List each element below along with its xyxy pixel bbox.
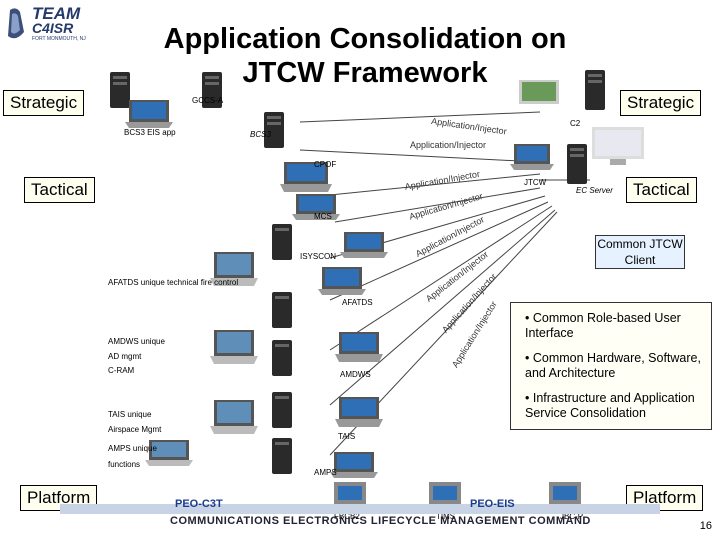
footer-band-right: PEO-EIS bbox=[470, 498, 515, 510]
tier-tactical-left: Tactical bbox=[24, 177, 95, 203]
node-gccs-a: GCCS-A bbox=[192, 96, 224, 105]
server-tower-icon bbox=[272, 438, 292, 474]
server-tower-icon bbox=[567, 144, 587, 184]
node-isyscon: ISYSCON bbox=[300, 252, 337, 261]
node-ec-server: EC Server bbox=[576, 186, 613, 195]
logo-c4isr-text: C4ISR bbox=[32, 20, 74, 36]
bullet-item: • Infrastructure and Application Service… bbox=[525, 391, 695, 420]
node-bcs3: BCS3 bbox=[250, 130, 271, 139]
note-amps-unique: AMPS unique bbox=[108, 444, 157, 453]
bullet-item: • Common Role-based User Interface bbox=[525, 311, 681, 340]
note-ad-mgmt: AD mgmt bbox=[108, 352, 142, 361]
server-tower-icon bbox=[272, 340, 292, 376]
laptop-icon bbox=[510, 144, 554, 170]
tier-strategic-left: Strategic bbox=[3, 90, 85, 116]
node-jtcw: JTCW bbox=[524, 178, 547, 187]
server-tower-icon bbox=[272, 224, 292, 260]
laptop-icon bbox=[335, 332, 383, 362]
laptop-icon bbox=[210, 252, 258, 286]
logo-location-text: FORT MONMOUTH, NJ bbox=[32, 36, 86, 42]
laptop-icon bbox=[210, 330, 258, 364]
node-c2: C2 bbox=[570, 119, 581, 128]
laptop-icon bbox=[335, 397, 383, 427]
node-cpof: CPOF bbox=[314, 160, 337, 169]
tier-tactical-right: Tactical bbox=[626, 177, 697, 203]
logo-team-text: TEAM bbox=[32, 4, 81, 23]
node-tims: TIMS bbox=[436, 512, 456, 521]
server-tower-icon bbox=[272, 392, 292, 428]
device-icon bbox=[334, 482, 366, 504]
node-afatds: AFATDS bbox=[342, 298, 373, 307]
monitor-icon bbox=[592, 127, 644, 165]
note-functions: functions bbox=[108, 460, 141, 469]
server-tower-icon bbox=[110, 72, 130, 108]
title-line-2: JTCW Framework bbox=[242, 57, 488, 89]
laptop-icon bbox=[210, 400, 258, 434]
laptop-icon bbox=[280, 162, 332, 192]
laptop-icon bbox=[145, 440, 193, 466]
server-tower-icon bbox=[202, 72, 222, 108]
laptop-icon bbox=[125, 100, 173, 128]
slide-title: Application Consolidation on JTCW Framew… bbox=[130, 22, 600, 90]
workstation-icon bbox=[519, 80, 559, 104]
server-tower-icon bbox=[264, 112, 284, 148]
node-amdws: AMDWS bbox=[340, 370, 371, 379]
node-mcs: MCS bbox=[314, 212, 332, 221]
logo-graphic bbox=[8, 8, 24, 39]
node-fbcb2: FBCB2 bbox=[334, 512, 360, 521]
laptop-icon bbox=[330, 452, 378, 478]
note-c-ram: C-RAM bbox=[108, 366, 135, 375]
note-afatds-unique: AFATDS unique technical fire control bbox=[108, 278, 239, 287]
footer-band bbox=[60, 504, 660, 514]
device-icon bbox=[429, 482, 461, 504]
node-bcs3-eis: BCS3 EIS app bbox=[124, 128, 176, 137]
bullet-panel: • Common Role-based User Interface • Com… bbox=[510, 302, 712, 430]
connector-label: Application/Injector bbox=[410, 140, 487, 150]
node-amps: AMPS bbox=[314, 468, 337, 477]
footer-text: COMMUNICATIONS ELECTRONICS LIFECYCLE MAN… bbox=[170, 515, 591, 527]
tier-strategic-right: Strategic bbox=[620, 90, 702, 116]
title-line-1: Application Consolidation on bbox=[163, 23, 567, 55]
common-jtcw-client-box: Common JTCW Client bbox=[595, 235, 685, 269]
page-number: 16 bbox=[699, 520, 712, 532]
device-icon bbox=[549, 482, 581, 504]
bullet-item: • Common Hardware, Software, and Archite… bbox=[525, 351, 701, 380]
note-amdws-unique: AMDWS unique bbox=[108, 337, 165, 346]
note-airspace-mgmt: Airspace Mgmt bbox=[108, 425, 162, 434]
laptop-icon bbox=[318, 267, 366, 295]
server-tower-icon bbox=[585, 70, 605, 110]
team-c4isr-logo: TEAM C4ISR FORT MONMOUTH, NJ bbox=[2, 2, 120, 46]
node-jbc-p: JBC-P bbox=[560, 512, 584, 521]
node-tais: TAIS bbox=[338, 432, 356, 441]
laptop-icon bbox=[292, 194, 340, 220]
laptop-icon bbox=[340, 232, 388, 258]
footer-band-left: PEO-C3T bbox=[175, 498, 223, 510]
server-tower-icon bbox=[272, 292, 292, 328]
note-tais-unique: TAIS unique bbox=[108, 410, 152, 419]
